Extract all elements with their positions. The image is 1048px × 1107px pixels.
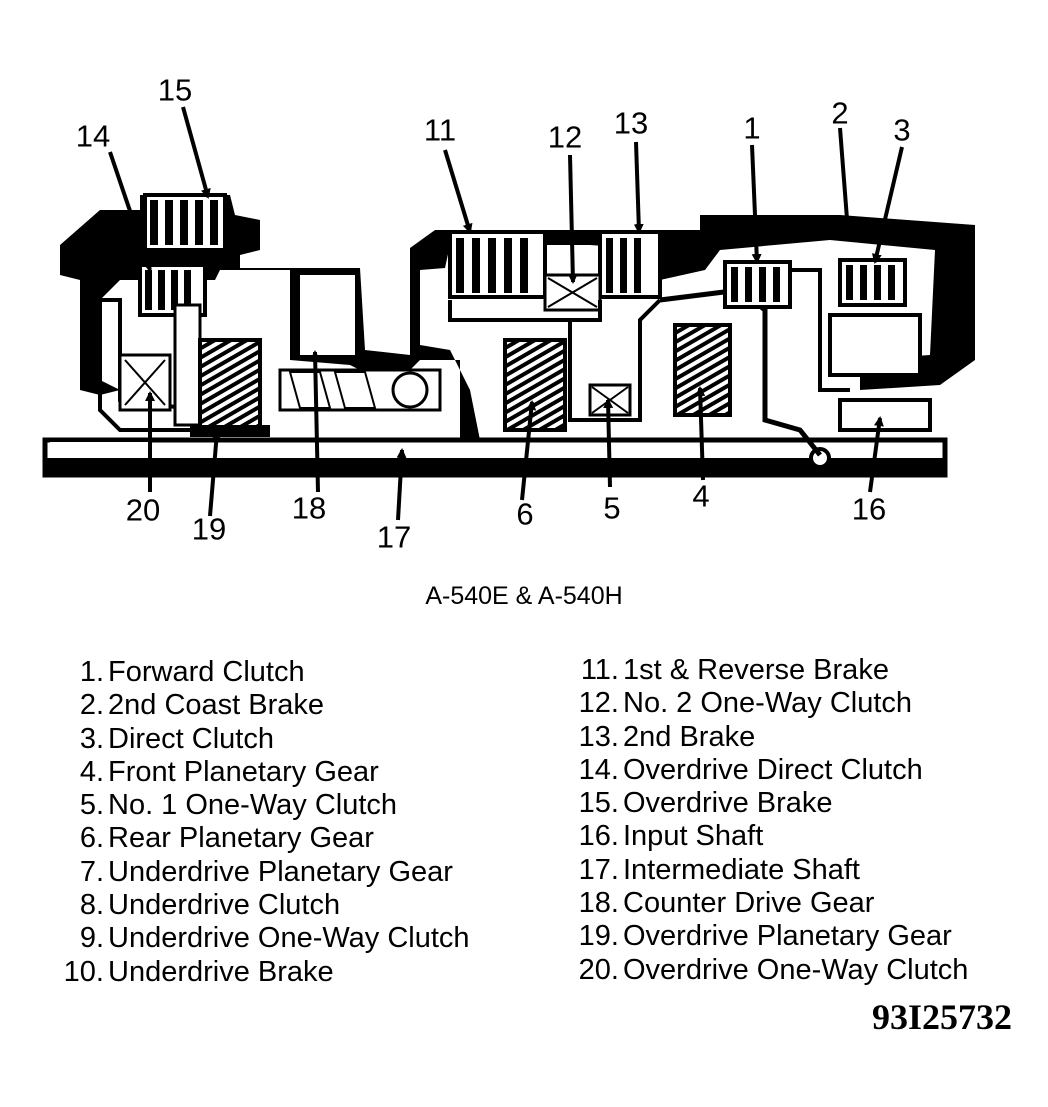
legend-number: 8. — [79, 889, 104, 922]
legend-number: 20. — [578, 953, 619, 986]
model-caption: A-540E & A-540H — [425, 582, 623, 610]
figure-code: 93I25732 — [871, 997, 1012, 1037]
legend-label: Intermediate Shaft — [623, 853, 860, 886]
legend-item: 20.Overdrive One-Way Clutch — [555, 953, 969, 987]
overdrive-planetary-gear — [198, 338, 262, 432]
legend-label: Overdrive One-Way Clutch — [623, 953, 969, 986]
legend-number: 17. — [578, 853, 619, 886]
legend-item: 17.Intermediate Shaft — [555, 854, 968, 887]
legend-left-column: 1.Forward Clutch 2.2nd Coast Brake 3.Dir… — [40, 656, 470, 989]
legend-item: 7.Underdrive Planetary Gear — [40, 856, 470, 889]
legend-label: Overdrive Planetary Gear — [623, 920, 952, 953]
transmission-cross-section — [42, 106, 975, 521]
callout-6: 6 — [516, 496, 534, 532]
legend-label: Underdrive Clutch — [108, 889, 341, 922]
legend-item: 4.Front Planetary Gear — [40, 756, 470, 789]
legend-label: Overdrive Brake — [623, 787, 833, 820]
callout-2: 2 — [831, 95, 849, 131]
callout-12: 12 — [547, 119, 583, 155]
legend-number: 9. — [79, 922, 104, 955]
legend-number: 14. — [578, 753, 619, 786]
legend-item: 15.Overdrive Brake — [555, 787, 968, 820]
legend-number: 18. — [578, 887, 619, 920]
legend-item: 13.2nd Brake — [555, 721, 968, 754]
callout-4: 4 — [692, 478, 710, 514]
callout-14: 14 — [75, 118, 111, 154]
legend-right-column: 11.1st & Reverse Brake 12.No. 2 One-Way … — [555, 654, 969, 987]
callout-11: 11 — [423, 112, 457, 148]
legend-number: 15. — [578, 787, 619, 820]
callout-16: 16 — [851, 491, 887, 527]
legend-label: Underdrive Planetary Gear — [108, 855, 453, 888]
legend-item: 1.Forward Clutch — [40, 656, 470, 689]
legend-number: 11. — [580, 654, 619, 686]
legend-item: 5.No. 1 One-Way Clutch — [40, 789, 470, 822]
legend-number: 2. — [79, 689, 104, 722]
legend-item: 9.Underdrive One-Way Clutch — [40, 922, 470, 955]
legend-label: Input Shaft — [623, 820, 764, 853]
legend-item: 14.Overdrive Direct Clutch — [555, 754, 968, 787]
legend-label: Counter Drive Gear — [623, 887, 875, 920]
legend-label: 1st & Reverse Brake — [623, 654, 889, 686]
callout-19: 19 — [191, 511, 227, 547]
legend-number: 13. — [578, 720, 619, 753]
callout-17: 17 — [376, 519, 412, 555]
legend-label: 2nd Coast Brake — [108, 689, 325, 722]
legend-item: 6.Rear Planetary Gear — [40, 822, 470, 855]
legend-label: No. 2 One-Way Clutch — [623, 687, 913, 720]
legend-item: 3.Direct Clutch — [40, 723, 470, 756]
callout-5: 5 — [603, 490, 621, 526]
legend-label: Underdrive One-Way Clutch — [108, 922, 470, 955]
legend-item: 19.Overdrive Planetary Gear — [555, 920, 968, 953]
legend-item: 16.Input Shaft — [555, 820, 968, 853]
callout-18: 18 — [291, 490, 327, 526]
legend-number: 1. — [79, 656, 104, 688]
legend-number: 6. — [79, 822, 104, 855]
legend-number: 4. — [79, 755, 104, 788]
legend-label: 2nd Brake — [623, 720, 756, 753]
legend-number: 5. — [79, 789, 104, 822]
rear-planetary-gear — [503, 338, 567, 432]
callout-1: 1 — [743, 110, 761, 146]
legend-label: Forward Clutch — [108, 656, 305, 688]
legend-number: 12. — [578, 687, 619, 720]
legend-number: 3. — [79, 722, 104, 755]
legend-number: 16. — [578, 820, 619, 853]
callout-3: 3 — [893, 112, 911, 148]
callout-15: 15 — [157, 72, 193, 108]
front-planetary-gear — [673, 323, 732, 417]
counter-drive-bearing — [278, 368, 442, 412]
legend-item: 10.Underdrive Brake — [40, 956, 470, 989]
planetary-carrier — [190, 425, 270, 437]
main-shaft — [42, 437, 948, 478]
legend-item: 18.Counter Drive Gear — [555, 887, 968, 920]
legend-item: 12.No. 2 One-Way Clutch — [555, 687, 968, 720]
callout-20: 20 — [125, 492, 161, 528]
legend-label: Rear Planetary Gear — [108, 822, 374, 855]
legend-number: 10. — [63, 955, 104, 988]
legend-label: Direct Clutch — [108, 722, 274, 755]
leader-lines — [108, 106, 904, 521]
legend-label: No. 1 One-Way Clutch — [108, 789, 398, 822]
legend-number: 19. — [578, 920, 619, 953]
legend-item: 11.1st & Reverse Brake — [555, 654, 968, 687]
forward-direct-clutch-packs — [723, 258, 932, 432]
callout-13: 13 — [613, 105, 649, 141]
legend-item: 2.2nd Coast Brake — [40, 689, 470, 722]
legend-item: 8.Underdrive Clutch — [40, 889, 470, 922]
legend-number: 7. — [79, 855, 104, 888]
legend-label: Underdrive Brake — [108, 955, 334, 988]
legend-label: Front Planetary Gear — [108, 755, 379, 788]
overdrive-clutch-packs — [138, 193, 227, 317]
middle-clutch-packs — [448, 230, 662, 322]
legend-label: Overdrive Direct Clutch — [623, 753, 923, 786]
